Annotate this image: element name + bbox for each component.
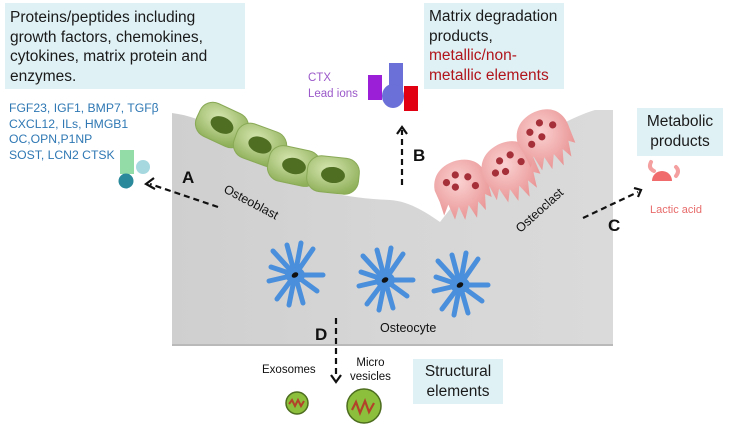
structural-line: elements <box>426 382 490 400</box>
lactic-acid-label: Lactic acid <box>650 204 702 216</box>
osteoclast-cell <box>434 159 492 220</box>
protein-list-item: SOST, LCN2 CTSK <box>9 147 115 162</box>
osteocyte-cells <box>266 240 491 318</box>
microvesicles-line: Micro <box>356 357 385 369</box>
protein-list-item: OC,OPN,P1NP <box>9 132 93 146</box>
protein-list-item: CXCL12, ILs, HMGB1 <box>9 116 129 131</box>
protein-icons <box>118 150 150 189</box>
proteins-line: cytokines, matrix protein and <box>10 48 208 65</box>
ctx-purple-icon <box>368 75 382 100</box>
osteoclast-cell <box>516 109 576 171</box>
arrow-a-head <box>143 177 156 190</box>
matrix-line: Matrix degradation <box>429 8 558 25</box>
proteins-line: enzymes. <box>10 67 77 85</box>
peptide-dark-circle-icon <box>118 173 134 189</box>
exosomes-label: Exosomes <box>262 364 316 376</box>
lead-ions-label: Lead ions <box>308 88 358 100</box>
peptide-light-circle-icon <box>136 160 150 174</box>
lead-ion-red-icon <box>404 86 418 111</box>
proteins-line: Proteins/peptides including <box>10 9 196 26</box>
osteoblast-cells <box>194 101 360 195</box>
matrix-labels: CTX Lead ions <box>308 70 358 102</box>
protein-list: FGF23, IGF1, BMP7, TGFβ CXCL12, ILs, HMG… <box>9 101 159 163</box>
metabolic-box: Metabolic products <box>637 108 723 156</box>
osteocyte-cell <box>266 240 326 308</box>
metabolic-line: products <box>650 132 710 150</box>
arrow-c-head <box>633 186 643 198</box>
ctx-blue-round-icon <box>382 84 404 108</box>
lactic-acid-icon <box>648 160 680 181</box>
osteocyte-cell <box>356 245 416 313</box>
osteocyte-label: Osteocyte <box>380 321 437 335</box>
metabolic-line: Metabolic <box>646 113 714 130</box>
osteocyte-cell <box>431 250 491 318</box>
microvesicles-line: vesicles <box>350 371 391 383</box>
matrix-box: Matrix degradation products, metallic/no… <box>424 3 564 89</box>
pathway-d-label: D <box>315 325 328 344</box>
osteoblast-cell <box>306 155 360 195</box>
pathway-b-label: B <box>413 146 426 165</box>
microvesicles-label: Micro vesicles <box>350 356 391 384</box>
pathway-a-label: A <box>182 168 195 187</box>
peptide-bar-icon <box>120 150 134 174</box>
proteins-line: growth factors, chemokines, <box>10 28 203 46</box>
arrow-d-head <box>330 374 342 384</box>
protein-list-item: FGF23, IGF1, BMP7, TGFβ <box>9 101 159 115</box>
microvesicle-icon <box>346 388 382 424</box>
proteins-box: Proteins/peptides including growth facto… <box>5 3 245 89</box>
matrix-line: products, <box>429 27 493 45</box>
structural-line: Structural <box>424 363 492 380</box>
ctx-label: CTX <box>308 72 331 84</box>
arrow-a <box>149 182 219 209</box>
structural-box: Structural elements <box>413 359 503 404</box>
pathway-c-label: C <box>608 216 621 235</box>
exosome-icon <box>285 391 309 415</box>
matrix-line-red: metallic elements <box>429 66 549 84</box>
arrow-b-head <box>396 125 408 135</box>
matrix-icons <box>368 63 418 111</box>
osteoclast-cells <box>434 109 576 220</box>
arrow-c <box>582 191 639 219</box>
matrix-line-red: metallic/non- <box>429 47 517 64</box>
